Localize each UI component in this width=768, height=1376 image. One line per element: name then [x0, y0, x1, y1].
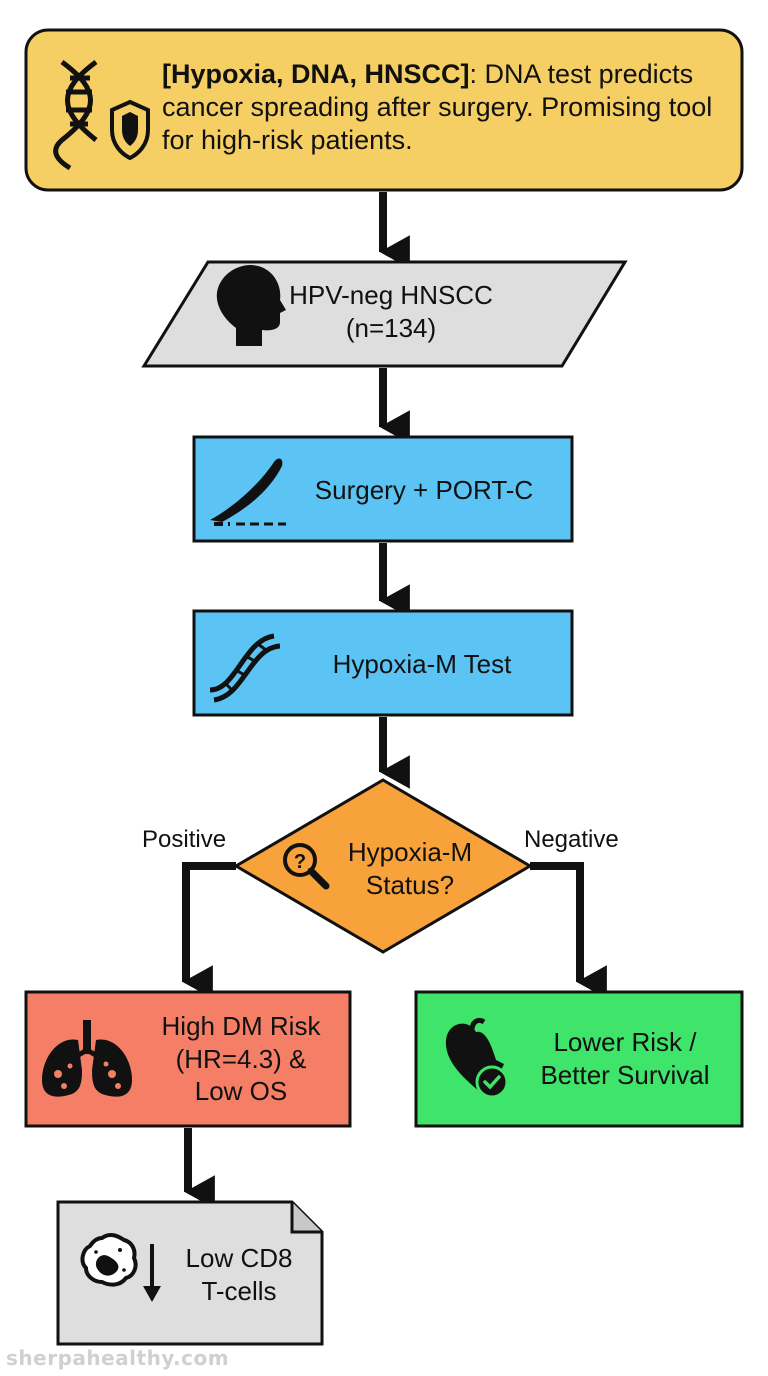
test-label: Hypoxia-M Test — [332, 649, 512, 679]
cohort-label: HPV-neg HNSCC (n=134) — [286, 279, 496, 344]
cohort-line1: HPV-neg HNSCC — [289, 280, 493, 310]
watermark: sherpahealthy.com — [6, 1346, 230, 1370]
low-risk-line1: Lower Risk / — [553, 1027, 697, 1057]
tcells-line2: T-cells — [201, 1275, 277, 1306]
header-summary: [Hypoxia, DNA, HNSCC]: DNA test predicts… — [162, 58, 732, 157]
header-body: : DNA test predicts cancer spreading aft… — [162, 59, 713, 155]
high-risk-line2: (HR=4.3) & — [175, 1043, 307, 1074]
high-risk-line1: High DM Risk — [161, 1011, 321, 1041]
cohort-line2: (n=134) — [345, 312, 437, 343]
head-icon — [216, 264, 286, 346]
decision-node — [233, 778, 533, 954]
decision-line1: Hypoxia-M — [347, 837, 473, 867]
svg-text:?: ? — [294, 851, 306, 873]
tcells-label: Low CD8 T-cells — [164, 1242, 314, 1307]
negative-branch-label: Negative — [524, 826, 619, 853]
lungs-icon — [42, 1020, 132, 1097]
tcells-node — [56, 1200, 324, 1346]
header-tag: [Hypoxia, DNA, HNSCC] — [162, 59, 470, 89]
positive-branch-label: Positive — [142, 826, 227, 853]
tcells-line1: Low CD8 — [185, 1243, 293, 1273]
immune-cell-icon — [80, 1232, 138, 1287]
dna-shield-icon — [53, 59, 150, 171]
magnifier-question-icon: ? — [283, 843, 330, 890]
low-risk-label: Lower Risk / Better Survival — [512, 1026, 738, 1091]
high-risk-label: High DM Risk (HR=4.3) & Low OS — [136, 1010, 346, 1108]
header-box — [24, 28, 744, 192]
heart-check-icon — [445, 1017, 509, 1099]
high-risk-line3: Low OS — [194, 1076, 288, 1106]
down-arrow-icon — [143, 1244, 161, 1302]
decision-label: Hypoxia-M Status? — [320, 836, 500, 901]
dna-icon — [209, 633, 281, 703]
surgery-label: Surgery + PORT-C — [314, 475, 534, 505]
low-risk-line2: Better Survival — [540, 1059, 710, 1090]
decision-line2: Status? — [365, 869, 455, 900]
scalpel-icon — [210, 458, 286, 526]
